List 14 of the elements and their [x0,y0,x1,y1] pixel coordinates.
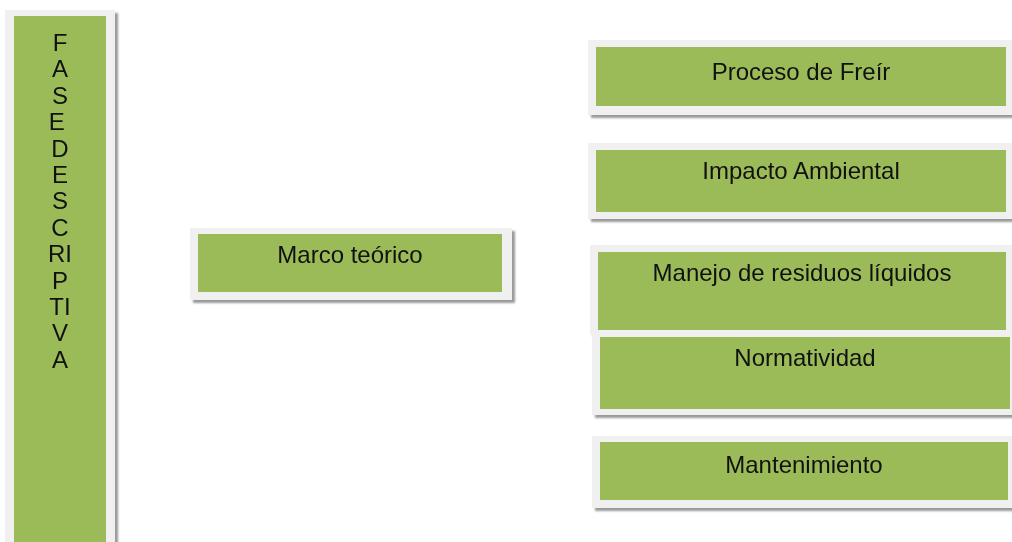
box-label: Normatividad [734,345,876,372]
box-label: Manejo de residuos líquidos [652,260,952,287]
box-label: Marco teórico [277,242,423,269]
box-label: Mantenimiento [725,452,883,479]
process-box [598,252,1006,330]
process-box [198,234,502,292]
process-box [14,16,106,542]
vertical-label: FASE DESCRIPTIVA [48,28,72,374]
box-label: Proceso de Freír [711,59,891,86]
box-label: Impacto Ambiental [702,158,900,185]
process-box [596,150,1006,212]
process-box [600,442,1008,500]
process-box [596,47,1006,106]
process-box [600,337,1010,409]
